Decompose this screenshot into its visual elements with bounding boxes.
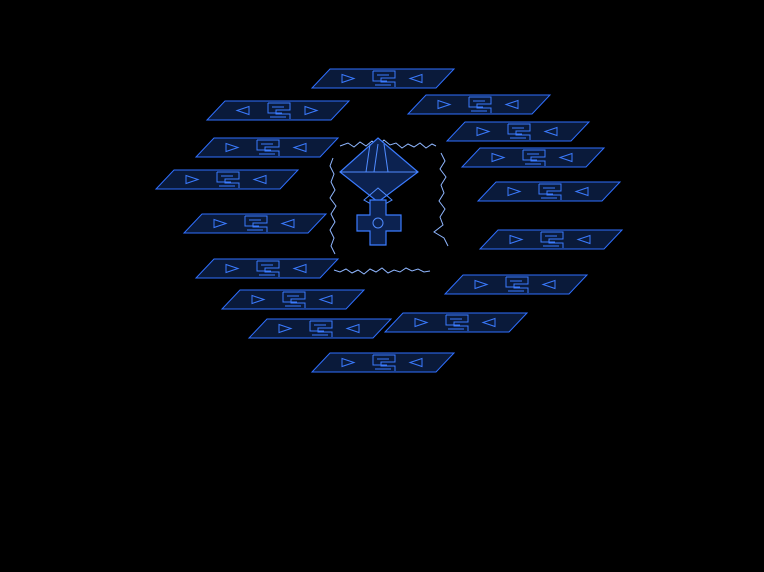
arrow-left-icon [543, 126, 558, 137]
tile[interactable] [310, 68, 456, 89]
diamond-cross-icon[interactable] [339, 137, 419, 246]
arrow-right-icon [225, 142, 240, 153]
arrow-left-icon [292, 142, 307, 153]
arrow-left-icon [574, 186, 589, 197]
arrow-right-icon [213, 218, 228, 229]
greek-key-glyph [256, 139, 280, 156]
arrow-right-icon [225, 263, 240, 274]
greek-key-glyph [468, 96, 492, 113]
arrow-left-icon [318, 294, 333, 305]
arrow-left-icon [408, 73, 423, 84]
greek-key-glyph [522, 149, 546, 166]
greek-key-glyph [372, 354, 396, 371]
tile-ring [154, 68, 624, 373]
tile[interactable] [406, 94, 552, 115]
arrow-right-icon [304, 105, 319, 116]
arrow-left-icon [576, 234, 591, 245]
tile[interactable] [443, 274, 589, 295]
arrow-right-icon [251, 294, 266, 305]
arrow-right-icon [476, 126, 491, 137]
tile[interactable] [460, 147, 606, 168]
greek-key-glyph [540, 231, 564, 248]
tile[interactable] [310, 352, 456, 373]
tile[interactable] [205, 100, 351, 121]
arrow-left-icon [292, 263, 307, 274]
arrow-right-icon [491, 152, 506, 163]
lightning-right [433, 152, 449, 247]
arrow-right-icon [185, 174, 200, 185]
greek-key-glyph [505, 276, 529, 293]
greek-key-glyph [256, 260, 280, 277]
tile[interactable] [478, 229, 624, 250]
arrow-left-icon [481, 317, 496, 328]
arrow-left-icon [408, 357, 423, 368]
arrow-left-icon [558, 152, 573, 163]
cross-center-dot [372, 217, 384, 229]
arrow-right-icon [341, 357, 356, 368]
arrow-left-icon [504, 99, 519, 110]
arrow-left-icon [252, 174, 267, 185]
arrow-right-icon [278, 323, 293, 334]
greek-key-glyph [507, 123, 531, 140]
tile[interactable] [476, 181, 622, 202]
tile[interactable] [182, 213, 328, 234]
greek-key-glyph [267, 102, 291, 119]
arrow-left-icon [345, 323, 360, 334]
lightning-border [329, 139, 449, 275]
diamond-facet-right [383, 143, 389, 173]
tile[interactable] [194, 258, 340, 279]
arrow-right-icon [414, 317, 429, 328]
arrow-right-icon [474, 279, 489, 290]
arrow-right-icon [437, 99, 452, 110]
tile[interactable] [383, 312, 529, 333]
arrow-right-icon [341, 73, 356, 84]
tile[interactable] [247, 318, 393, 339]
arrow-left-icon [280, 218, 295, 229]
greek-key-glyph [445, 314, 469, 331]
diamond-facet [365, 143, 379, 173]
lightning-bottom [333, 267, 431, 275]
tile[interactable] [445, 121, 591, 142]
greek-key-glyph [538, 183, 562, 200]
cross-shape [356, 199, 402, 246]
arrow-left-icon [541, 279, 556, 290]
lightning-top [339, 139, 437, 149]
greek-key-glyph [309, 320, 333, 337]
tile[interactable] [154, 169, 300, 190]
arrow-left-icon [235, 105, 250, 116]
arrow-right-icon [507, 186, 522, 197]
tile[interactable] [220, 289, 366, 310]
tile[interactable] [194, 137, 340, 158]
arrow-right-icon [509, 234, 524, 245]
greek-key-glyph [244, 215, 268, 232]
greek-key-glyph [282, 291, 306, 308]
lightning-left [329, 157, 337, 255]
greek-key-glyph [216, 171, 240, 188]
greek-key-glyph [372, 70, 396, 87]
